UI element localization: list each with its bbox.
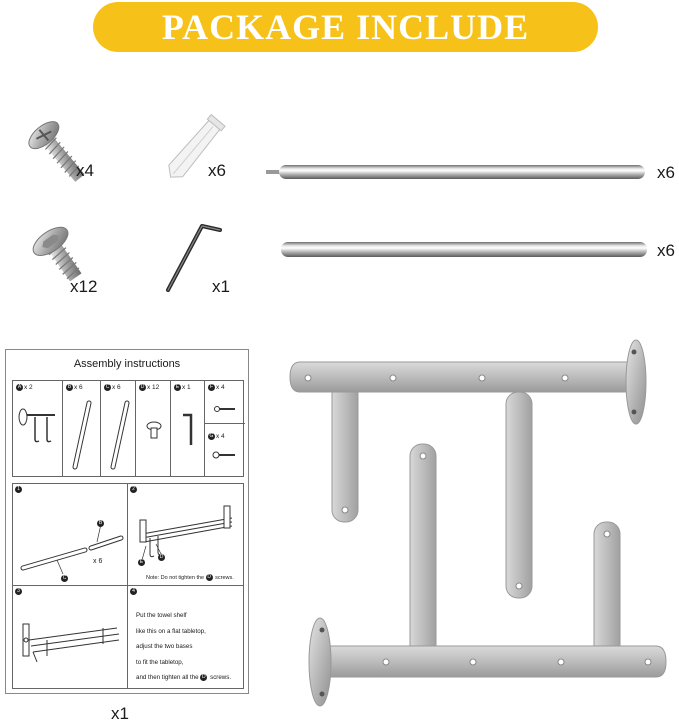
wrench-e-icon [183,413,193,445]
wall-anchor-icon [168,113,226,178]
step-2: 2 D E Note: Do not tighten the D screws. [128,484,243,586]
wall-bracket-icon [289,339,667,707]
manual-title: Assembly instructions [73,358,181,370]
wrench-quantity: x1 [212,277,230,296]
step-3: 3 [13,586,128,688]
step2-shelf-diagram [139,505,233,561]
step2-callout-d: D [158,554,165,561]
manual-quantity: x1 [111,704,129,723]
rod-short-quantity: x6 [657,241,675,260]
screw-f-icon [214,406,235,412]
rod-c-icon [110,400,130,470]
banner-title: PACKAGE INCLUDE [161,7,530,47]
package-include-banner: PACKAGE INCLUDE [93,2,598,52]
bolt-d-icon [146,421,162,439]
rod-long [279,165,645,179]
rod-long-peg [266,170,282,174]
step1-quantity: x 6 [93,558,103,565]
assembly-steps: 1 B C x 6 2 [12,483,244,689]
screw-quantity: x4 [76,161,94,180]
step1-callout-b: B [97,520,104,527]
rod-short [281,242,647,257]
screw-icon [28,121,85,182]
rod-b-icon [72,400,92,470]
step-4: 4 Put the towel shelf like this on a fla… [128,586,243,688]
step3-shelf-diagram [22,623,120,663]
step4-instructions: Put the towel shelf like this on a flat … [136,612,232,681]
step1-callout-c: C [61,575,68,582]
rod-long-quantity: x6 [657,163,675,182]
bolt-quantity: x12 [70,277,98,296]
bolt-icon [32,226,82,282]
step-1: 1 B C x 6 [13,484,128,586]
anchor-g-icon [212,451,235,459]
step1-rod-diagram [20,523,124,575]
anchor-quantity: x6 [208,161,226,180]
hook-base-icon [18,408,55,443]
step2-callout-e: E [138,559,145,566]
step2-note: Note: Do not tighten the D screws. [146,574,234,581]
allen-wrench-icon [166,224,222,292]
